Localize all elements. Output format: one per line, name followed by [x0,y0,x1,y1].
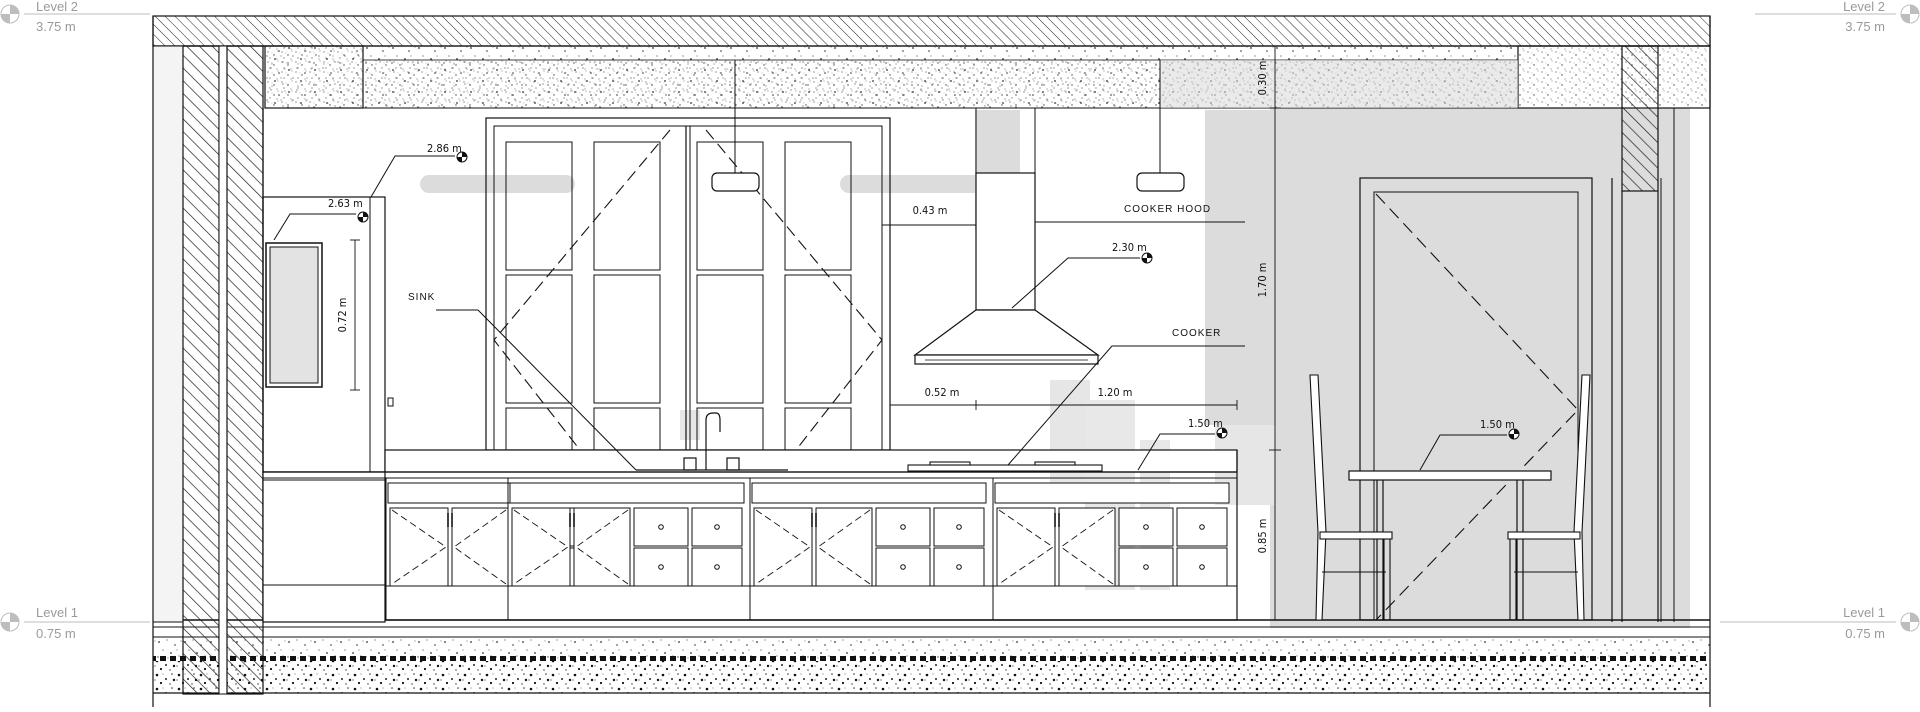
cooktop [907,461,1103,472]
hood-to-window-dim: 0.43 m [913,204,948,217]
drawer-knob [658,564,664,570]
sink-tap [636,412,788,471]
cooker-hood-label: Cooker hood [1124,204,1211,215]
cabinet-door [815,507,873,587]
microwave-height-dim: 0.72 m [336,298,349,333]
cabinet-door [996,507,1056,587]
svg-text:2.30 m: 2.30 m [1112,241,1147,254]
drawer-front-top [751,482,987,504]
tag-cooker-hood: Cooker hood [1035,204,1245,223]
cabinet-door [753,507,813,587]
level-2-elevation-right: 3.75 m [1845,19,1885,34]
drawer-knob [956,564,962,570]
hood-height-dim: 1.70 m [1256,263,1269,298]
svg-text:2.86 m: 2.86 m [427,142,462,155]
door [1359,177,1593,621]
drawer-knob [1199,564,1205,570]
roof-slab [152,15,1711,109]
level-1-marker-left: Level 1 0.75 m [0,605,150,641]
chair-left [1309,374,1393,621]
base-cabinets [385,478,1230,620]
level-1-marker-right: Level 1 0.75 m [1720,605,1920,641]
drawer-knob [900,564,906,570]
elevation-target-icon [357,211,369,223]
cabinet-door [451,507,509,587]
dimension-texts: 0.30 m 0.43 m 1.70 m 0.72 m 0.52 m 1.20 … [336,61,1269,554]
drawer-front-top [994,482,1230,504]
level-1-elevation-right: 0.75 m [1845,626,1885,641]
drawer-knob [714,564,720,570]
level-2-name-right: Level 2 [1843,0,1885,14]
cooker-label: Cooker [1172,328,1221,339]
cooker-hood [913,107,1100,365]
spot-elevation-window-head: 2.86 m [370,142,468,198]
drawer-knob [1199,524,1205,530]
microwave [265,242,323,388]
spot-elevation-table: 1.50 m [1419,418,1520,471]
pendant-light-right [1136,60,1185,192]
background-shadows [350,108,1690,628]
window [485,117,891,451]
spot-elevation-wall-cabinet: 2.63 m [273,197,369,241]
drawer-knob [956,524,962,530]
cabinet-door [511,507,571,587]
svg-text:1.50 m: 1.50 m [1480,418,1515,431]
elevation-target-icon [1141,252,1153,264]
elevation-target-icon [456,151,468,163]
level-2-name-left: Level 2 [36,0,78,14]
cabinet-door [389,507,449,587]
cooker-offset-dim: 1.20 m [1098,386,1133,399]
drawer-knob [1143,564,1149,570]
elevation-target-icon [1508,428,1520,440]
dining-table [1348,470,1552,620]
tag-sink: Sink [408,292,637,471]
right-wall [1611,16,1711,707]
drawer-front-top [509,482,745,504]
elevation-target-icon [1216,427,1228,439]
level-2-marker-right: Level 2 3.75 m [1755,0,1920,34]
drawer-knob [714,524,720,530]
level-1-name-right: Level 1 [1843,605,1885,620]
svg-text:2.63 m: 2.63 m [328,197,363,210]
left-wall [152,16,264,707]
sink-label: Sink [408,292,435,303]
cabinet-door [573,507,631,587]
level-2-elevation-left: 3.75 m [36,19,76,34]
dimension-lines [350,45,1281,621]
tall-cabinet [262,196,394,623]
svg-text:1.50 m: 1.50 m [1188,417,1223,430]
tag-cooker: Cooker [1007,328,1245,466]
spot-elevation-counter: 1.50 m [1137,417,1228,471]
drawer-knob [658,524,664,530]
level-2-marker-left: Level 2 3.75 m [0,0,150,34]
drawer-knob [900,524,906,530]
cabinet-door [1058,507,1116,587]
level-1-elevation-left: 0.75 m [36,626,76,641]
spot-elevation-hood: 2.30 m [1011,241,1153,309]
plinth [385,450,1238,621]
slab-depth-dim: 0.30 m [1256,61,1269,96]
chair-right [1507,374,1591,621]
pendant-light-left [711,60,760,192]
sink-offset-dim: 0.52 m [925,386,960,399]
drawer-knob [1143,524,1149,530]
counter-height-dim: 0.85 m [1256,519,1269,554]
level-1-name-left: Level 1 [36,605,78,620]
floor-slab [153,619,1710,694]
